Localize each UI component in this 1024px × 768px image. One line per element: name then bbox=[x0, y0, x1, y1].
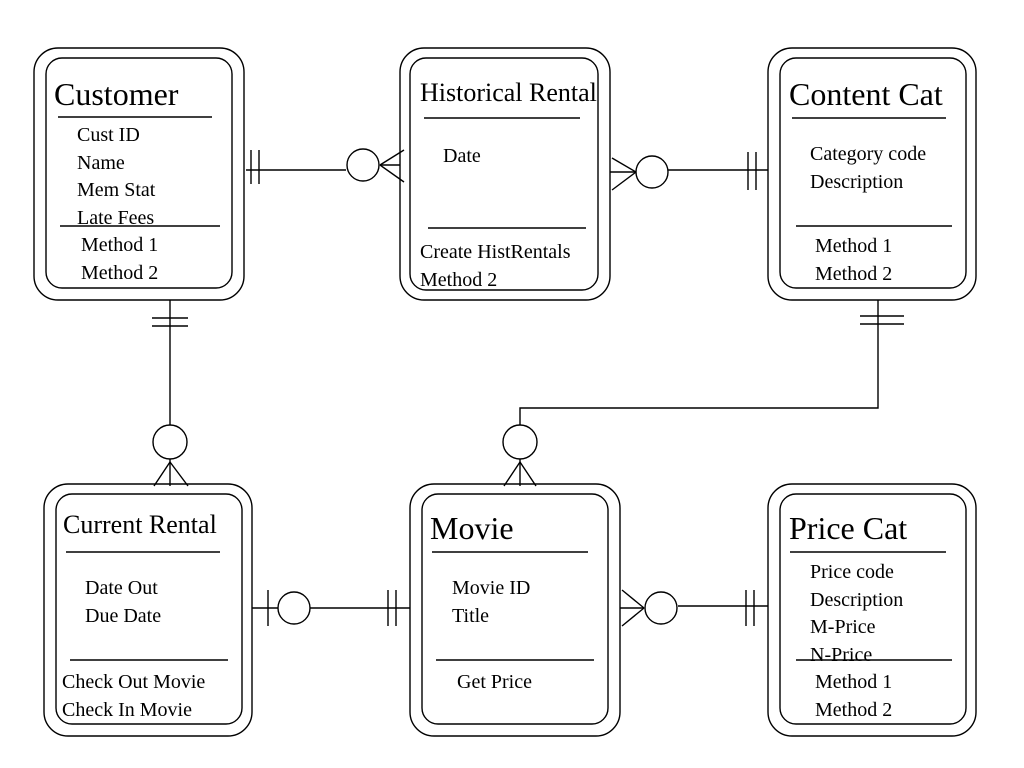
attribute-due-date: Due Date bbox=[85, 604, 162, 627]
attribute-list: Price code Description M-Price N-Price bbox=[810, 562, 903, 672]
relationship-content-cat-historical-rental[interactable] bbox=[610, 152, 768, 191]
entity-content-cat[interactable] bbox=[767, 47, 977, 301]
entity-movie[interactable] bbox=[409, 483, 621, 737]
method-list: Method 1 Method 2 bbox=[815, 672, 892, 727]
crow-foot-icon bbox=[503, 461, 521, 487]
attribute-date: Date bbox=[443, 145, 481, 167]
zero-circle-icon bbox=[346, 148, 380, 182]
entity-outer-border bbox=[399, 47, 611, 301]
crow-foot-icon bbox=[169, 461, 189, 487]
method-list: Create HistRentals Method 2 bbox=[420, 242, 571, 297]
relationship-customer-current-rental[interactable] bbox=[152, 300, 189, 487]
entity-historical-rental[interactable] bbox=[399, 47, 611, 301]
attribute-movie-id: Movie ID bbox=[452, 577, 531, 599]
crow-foot-icon bbox=[519, 461, 537, 487]
entity-outer-border bbox=[43, 483, 253, 737]
method-item: Method 2 bbox=[81, 261, 159, 284]
entity-inner-border bbox=[45, 57, 233, 289]
attribute-description: Description bbox=[810, 588, 904, 611]
method-item: Method 2 bbox=[420, 268, 498, 291]
method-item: Method 2 bbox=[815, 262, 893, 285]
relationship-customer-historical-rental[interactable] bbox=[246, 148, 405, 184]
entity-inner-border bbox=[779, 493, 967, 725]
entity-inner-border bbox=[409, 57, 599, 291]
method-item: Create HistRentals bbox=[420, 241, 571, 263]
attribute-list: Date Out Due Date bbox=[85, 578, 161, 633]
attribute-price-code: Price code bbox=[810, 561, 894, 583]
entity-inner-border bbox=[779, 57, 967, 289]
crow-foot-icon bbox=[621, 607, 645, 627]
entity-title-content-cat: Content Cat bbox=[789, 76, 943, 112]
method-item: Check Out Movie bbox=[62, 671, 206, 693]
method-item: Method 2 bbox=[815, 698, 893, 721]
zero-circle-icon bbox=[635, 155, 669, 189]
attribute-list: Category code Description bbox=[810, 144, 926, 199]
entity-outer-border bbox=[409, 483, 621, 737]
entity-inner-border bbox=[55, 493, 243, 725]
attribute-mem-stat: Mem Stat bbox=[77, 179, 156, 201]
zero-circle-icon bbox=[502, 424, 538, 460]
crow-foot-icon bbox=[153, 461, 171, 487]
entity-title-historical-rental: Historical Rental bbox=[420, 78, 597, 107]
method-list: Get Price bbox=[457, 672, 532, 700]
attribute-list: Date bbox=[443, 146, 481, 174]
entity-title-current-rental: Current Rental bbox=[63, 510, 217, 539]
entity-title-customer: Customer bbox=[54, 76, 179, 112]
method-item: Method 1 bbox=[815, 671, 893, 693]
relationship-current-rental-movie[interactable] bbox=[252, 590, 410, 626]
zero-circle-icon bbox=[152, 424, 188, 460]
attribute-cust-id: Cust ID bbox=[77, 124, 140, 146]
method-list: Check Out Movie Check In Movie bbox=[62, 672, 205, 727]
connector-line bbox=[519, 300, 879, 425]
attribute-date-out: Date Out bbox=[85, 577, 158, 599]
zero-circle-icon bbox=[644, 591, 678, 625]
method-item: Get Price bbox=[457, 671, 532, 693]
attribute-list: Cust ID Name Mem Stat Late Fees bbox=[77, 125, 155, 235]
relationship-price-cat-movie[interactable] bbox=[620, 589, 768, 627]
method-item: Check In Movie bbox=[62, 698, 192, 721]
entity-outer-border bbox=[33, 47, 245, 301]
entity-outer-border bbox=[767, 47, 977, 301]
crow-foot-icon bbox=[379, 149, 405, 166]
attribute-m-price: M-Price bbox=[810, 616, 876, 638]
entity-price-cat[interactable] bbox=[767, 483, 977, 737]
method-list: Method 1 Method 2 bbox=[815, 236, 892, 291]
zero-circle-icon bbox=[277, 591, 311, 625]
crow-foot-icon bbox=[611, 171, 637, 191]
crow-foot-icon bbox=[611, 157, 637, 173]
entity-title-movie: Movie bbox=[430, 510, 514, 546]
attribute-category-code: Category code bbox=[810, 143, 927, 165]
entity-current-rental[interactable] bbox=[43, 483, 253, 737]
method-item: Method 1 bbox=[815, 235, 893, 257]
attribute-n-price: N-Price bbox=[810, 643, 873, 666]
attribute-description: Description bbox=[810, 170, 904, 193]
relationship-content-cat-movie[interactable] bbox=[502, 300, 904, 487]
entity-outer-border bbox=[767, 483, 977, 737]
method-list: Method 1 Method 2 bbox=[81, 235, 158, 290]
entity-customer[interactable] bbox=[33, 47, 245, 301]
crow-foot-icon bbox=[379, 164, 405, 183]
crow-foot-icon bbox=[621, 589, 645, 609]
attribute-name: Name bbox=[77, 151, 125, 174]
entity-title-price-cat: Price Cat bbox=[789, 510, 908, 546]
attribute-title: Title bbox=[452, 604, 490, 627]
attribute-list: Movie ID Title bbox=[452, 578, 530, 633]
method-item: Method 1 bbox=[81, 234, 159, 256]
attribute-late-fees: Late Fees bbox=[77, 206, 155, 229]
entity-inner-border bbox=[421, 493, 609, 725]
